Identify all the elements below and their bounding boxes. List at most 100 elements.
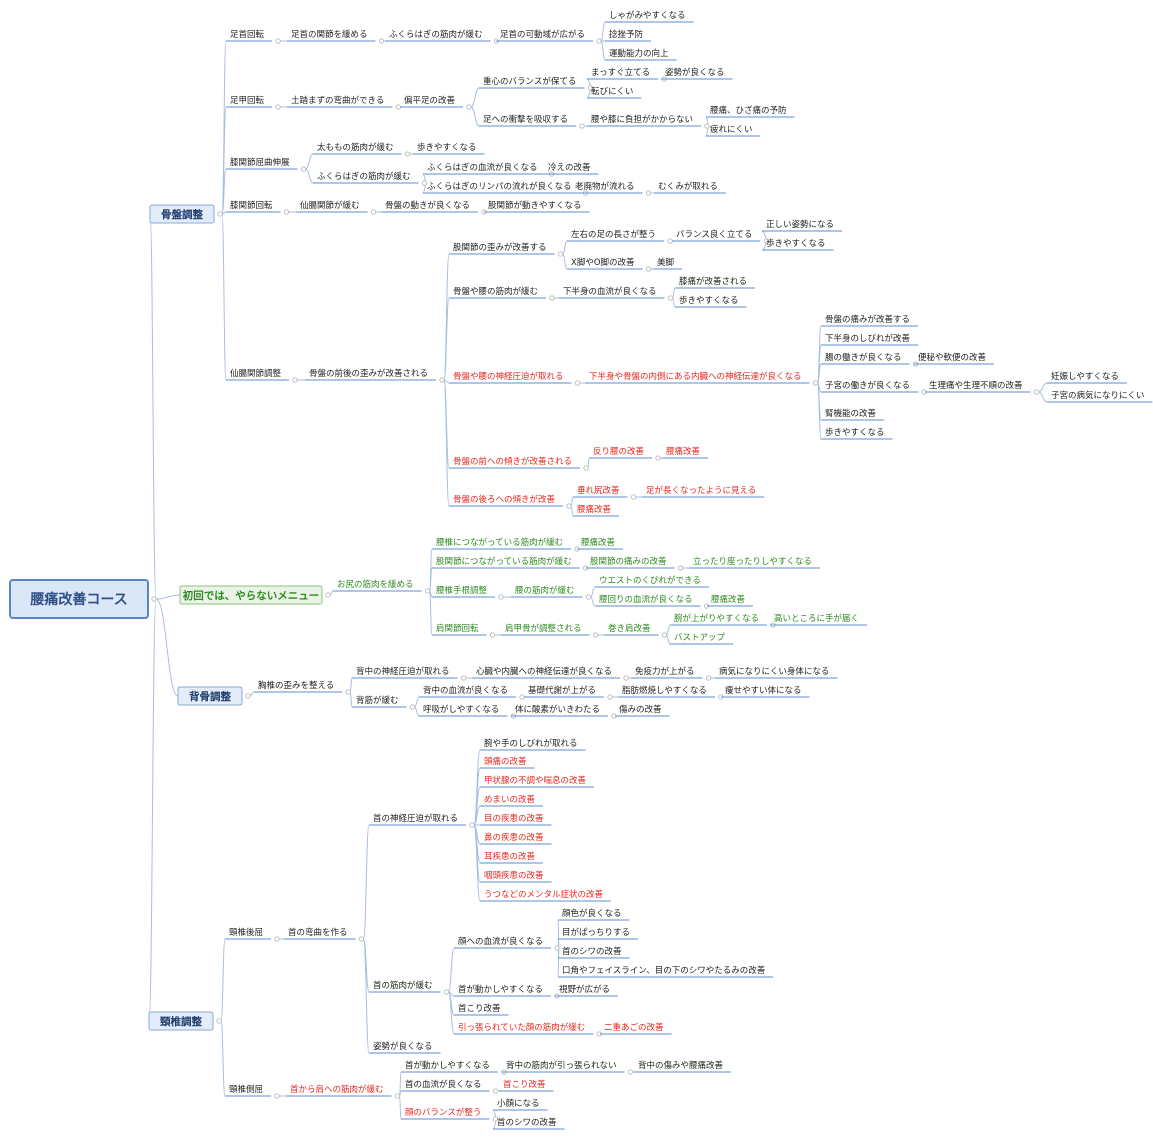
topic-label[interactable]: 便秘や軟便の改善 (918, 352, 987, 363)
topic-label[interactable]: 骨盤の前後の歪みが改善される (309, 368, 428, 379)
collapse-toggle[interactable] (275, 38, 281, 44)
topic-label[interactable]: 足首の関節を緩める (291, 29, 368, 40)
topic-label[interactable]: お尻の筋肉を緩める (337, 579, 414, 590)
topic-label[interactable]: 骨盤の動きが良くなる (385, 200, 470, 211)
collapse-toggle[interactable] (275, 104, 281, 110)
topic-label[interactable]: 肩関節回転 (436, 623, 479, 634)
topic-label[interactable]: 首のシワの改善 (497, 1117, 557, 1128)
collapse-toggle[interactable] (378, 38, 385, 44)
topic-label[interactable]: X脚やO脚の改善 (571, 257, 635, 268)
collapse-toggle[interactable] (274, 1093, 280, 1099)
topic-label[interactable]: ふくらはぎの筋肉が緩む (389, 29, 483, 40)
collapse-toggle[interactable] (245, 693, 251, 699)
topic-label[interactable]: 引っ張られていた顔の筋肉が緩む (458, 1022, 585, 1033)
collapse-toggle[interactable] (421, 180, 428, 186)
topic-label[interactable]: 首が動かしやすくなる (405, 1060, 490, 1071)
collapse-toggle[interactable] (439, 377, 445, 383)
topic-label[interactable]: 脂肪燃焼しやすくなる (622, 685, 707, 696)
topic-label[interactable]: 骨盤の痛みが改善する (825, 314, 910, 325)
topic-label[interactable]: まっすぐ立てる (591, 67, 650, 78)
topic-label[interactable]: 疲れにくい (710, 124, 752, 135)
collapse-toggle[interactable] (443, 989, 450, 995)
topic-label[interactable]: 美脚 (657, 257, 674, 268)
topic-label[interactable]: 正しい姿勢になる (766, 219, 834, 230)
topic-label[interactable]: 腸の働きが良くなる (825, 352, 902, 363)
collapse-toggle[interactable] (424, 588, 431, 594)
topic-label[interactable]: 足への衝撃を吸収する (483, 114, 568, 125)
collapse-toggle[interactable] (592, 632, 599, 638)
collapse-toggle[interactable] (557, 251, 564, 257)
topic-label[interactable]: 立ったり座ったりしやすくなる (693, 556, 812, 567)
collapse-toggle[interactable] (549, 295, 555, 301)
collapse-toggle[interactable] (404, 151, 411, 157)
collapse-toggle[interactable] (667, 295, 674, 301)
topic-label[interactable]: 偏平足の改善 (404, 95, 456, 106)
topic-label[interactable]: 姿勢が良くなる (665, 67, 725, 78)
topic-label[interactable]: 咽頭疾患の改善 (484, 870, 544, 881)
topic-label[interactable]: 垂れ尻改善 (577, 485, 620, 496)
topic-label[interactable]: 股関節の歪みが改善する (453, 242, 547, 253)
collapse-toggle[interactable] (489, 632, 496, 638)
collapse-toggle[interactable] (667, 238, 673, 244)
main-branch-topic[interactable] (179, 585, 323, 605)
collapse-toggle[interactable] (677, 565, 684, 571)
topic-label[interactable]: 傷みの改善 (619, 704, 662, 715)
topic-label[interactable]: 鼻の疾患の改善 (484, 832, 544, 843)
topic-label[interactable]: 腰回りの血流が良くなる (599, 594, 693, 605)
topic-label[interactable]: 姿勢が良くなる (373, 1041, 433, 1052)
collapse-toggle[interactable] (300, 166, 307, 172)
topic-label[interactable]: 歩きやすくなる (679, 295, 739, 306)
collapse-toggle[interactable] (812, 380, 819, 386)
collapse-toggle[interactable] (623, 675, 629, 681)
topic-label[interactable]: 歩きやすくなる (766, 238, 826, 249)
topic-label[interactable]: 老廃物が流れる (575, 181, 635, 192)
topic-label[interactable]: 腰痛改善 (666, 446, 701, 457)
topic-label[interactable]: 膝関節回転 (230, 200, 273, 211)
collapse-toggle[interactable] (705, 675, 712, 681)
topic-label[interactable]: 耳疾患の改善 (484, 851, 536, 862)
collapse-toggle[interactable] (583, 465, 589, 471)
collapse-toggle[interactable] (645, 190, 652, 196)
topic-label[interactable]: 頸椎後屈 (229, 927, 263, 938)
topic-label[interactable]: 腎機能の改善 (825, 408, 877, 419)
topic-label[interactable]: 目の疾患の改善 (484, 813, 544, 824)
collapse-toggle[interactable] (566, 503, 572, 509)
root-topic[interactable] (9, 579, 149, 619)
topic-label[interactable]: 股関節が動きやすくなる (488, 200, 582, 211)
topic-label[interactable]: 首こり改善 (503, 1079, 546, 1090)
topic-label[interactable]: ふくらはぎの血流が良くなる (427, 162, 538, 173)
topic-label[interactable]: 重心のバランスが保てる (483, 76, 576, 87)
topic-label[interactable]: 仙腸関節調整 (230, 368, 282, 379)
collapse-toggle[interactable] (519, 694, 525, 700)
topic-label[interactable]: 首の筋肉が緩む (373, 980, 433, 991)
topic-label[interactable]: 基礎代謝が上がる (528, 685, 596, 696)
topic-label[interactable]: 左右の足の長さが整う (571, 229, 656, 240)
collapse-toggle[interactable] (587, 85, 593, 91)
topic-label[interactable]: 妊娠しやすくなる (1051, 371, 1119, 382)
topic-label[interactable]: 頸椎側屈 (229, 1084, 263, 1095)
topic-label[interactable]: 背中の神経圧迫が取れる (356, 666, 450, 677)
topic-label[interactable]: 足が長くなったように見える (646, 485, 756, 496)
topic-label[interactable]: 首の神経圧迫が取れる (373, 813, 458, 824)
topic-label[interactable]: 足甲回転 (230, 96, 265, 106)
topic-label[interactable]: しゃがみやすくなる (609, 10, 686, 21)
collapse-toggle[interactable] (627, 1069, 634, 1075)
topic-label[interactable]: 腕が上がりやすくなる (674, 613, 759, 624)
topic-label[interactable]: 背中の傷みや腰痛改善 (638, 1060, 724, 1071)
topic-label[interactable]: 痩せやすい体になる (725, 685, 802, 696)
collapse-toggle[interactable] (216, 1018, 222, 1024)
topic-label[interactable]: 子宮の病気になりにくい (1051, 390, 1144, 401)
topic-label[interactable]: むくみが取れる (658, 181, 718, 192)
collapse-toggle[interactable] (217, 211, 223, 217)
collapse-toggle[interactable] (585, 594, 592, 600)
topic-label[interactable]: 股関節につながっている筋肉が緩む (436, 556, 572, 567)
collapse-toggle[interactable] (469, 822, 475, 828)
topic-label[interactable]: 膝痛が改善される (679, 276, 747, 287)
collapse-toggle[interactable] (596, 38, 602, 44)
topic-label[interactable]: 腰痛改善 (711, 594, 746, 605)
topic-label[interactable]: 歩きやすくなる (417, 142, 477, 153)
collapse-toggle[interactable] (498, 594, 504, 600)
topic-label[interactable]: 首から肩への筋肉が緩む (290, 1084, 384, 1095)
collapse-toggle[interactable] (607, 694, 613, 700)
topic-label[interactable]: 骨盤や腰の神経圧迫が取れる (453, 371, 564, 382)
